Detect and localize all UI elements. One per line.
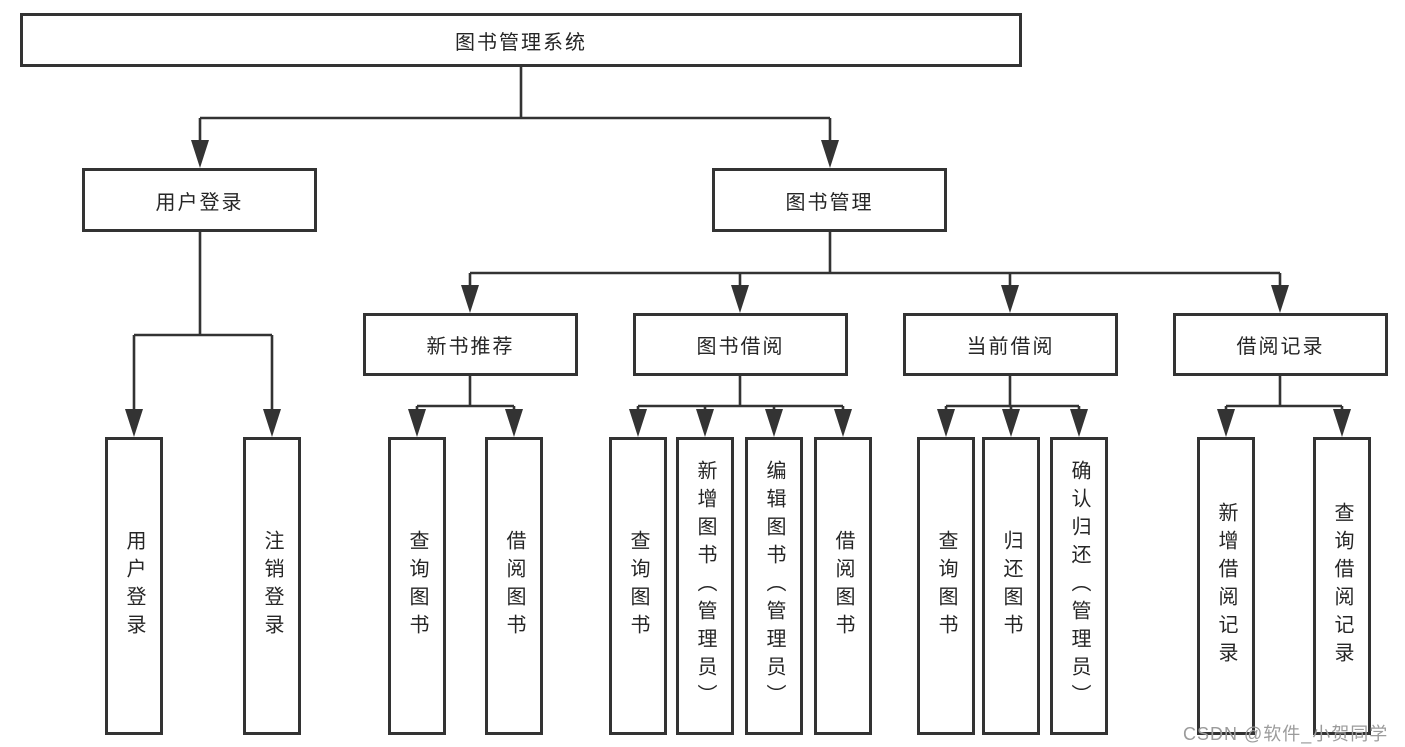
arrowheads — [125, 140, 1351, 437]
leaf-label: 确认归还（管理员） — [1068, 460, 1090, 712]
leaf-query-books: 查询图书 — [917, 437, 975, 735]
leaf-return-books: 归还图书 — [982, 437, 1040, 735]
node-library-management-system: 图书管理系统 — [20, 13, 1022, 67]
node-book-borrowing: 图书借阅 — [633, 313, 848, 376]
leaf-query-books: 查询图书 — [609, 437, 667, 735]
node-label: 用户登录 — [155, 191, 244, 214]
leaf-label: 编辑图书（管理员） — [763, 460, 785, 712]
leaf-add-book-admin: 新增图书（管理员） — [676, 437, 734, 735]
leaf-edit-book-admin: 编辑图书（管理员） — [745, 437, 803, 735]
leaf-borrow-books: 借阅图书 — [814, 437, 872, 735]
leaf-add-borrow-record: 新增借阅记录 — [1197, 437, 1255, 735]
csdn-watermark: CSDN @软件_小贺同学 — [1183, 724, 1389, 744]
leaf-label: 用户登录 — [123, 530, 145, 642]
leaf-label: 新增图书（管理员） — [694, 460, 716, 712]
leaf-label: 注销登录 — [261, 530, 283, 642]
node-label: 当前借阅 — [966, 336, 1055, 358]
leaf-label: 归还图书 — [1000, 530, 1022, 642]
leaf-label: 查询借阅记录 — [1331, 502, 1353, 670]
leaf-label: 借阅图书 — [503, 530, 525, 642]
node-label: 新书推荐 — [426, 336, 515, 358]
leaf-confirm-return-admin: 确认归还（管理员） — [1050, 437, 1108, 735]
leaf-borrow-books: 借阅图书 — [485, 437, 543, 735]
leaf-logout: 注销登录 — [243, 437, 301, 735]
leaf-query-books: 查询图书 — [388, 437, 446, 735]
node-label: 图书管理 — [785, 191, 874, 214]
leaf-label: 查询图书 — [627, 530, 649, 642]
node-user-login: 用户登录 — [82, 168, 317, 232]
node-borrowing-records: 借阅记录 — [1173, 313, 1388, 376]
leaf-label: 查询图书 — [935, 530, 957, 642]
leaf-label: 新增借阅记录 — [1215, 502, 1237, 670]
node-new-book-recommendation: 新书推荐 — [363, 313, 578, 376]
node-label: 借阅记录 — [1236, 336, 1325, 358]
leaf-query-borrow-record: 查询借阅记录 — [1313, 437, 1371, 735]
leaf-label: 查询图书 — [406, 530, 428, 642]
node-label: 图书管理系统 — [455, 31, 587, 54]
node-current-borrowing: 当前借阅 — [903, 313, 1118, 376]
node-book-management: 图书管理 — [712, 168, 947, 232]
leaf-label: 借阅图书 — [832, 530, 854, 642]
leaf-user-login: 用户登录 — [105, 437, 163, 735]
node-label: 图书借阅 — [696, 336, 785, 358]
